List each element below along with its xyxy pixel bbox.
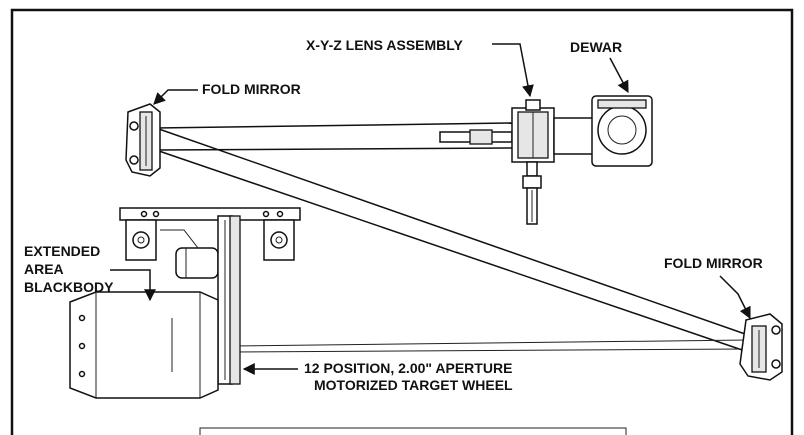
dewar <box>553 95 653 167</box>
lens-assembly <box>439 99 555 225</box>
blackbody-assembly <box>69 207 301 399</box>
label-blackbody-line1: EXTENDED <box>24 243 100 259</box>
label-target-wheel-line1: 12 POSITION, 2.00" APERTURE <box>304 360 512 376</box>
bottom-panel <box>199 427 627 435</box>
label-fold-mirror-right: FOLD MIRROR <box>664 255 763 271</box>
label-target-wheel-line2: MOTORIZED TARGET WHEEL <box>314 377 513 393</box>
fold-mirror-left <box>125 103 161 177</box>
label-fold-mirror-left: FOLD MIRROR <box>202 81 301 97</box>
label-dewar: DEWAR <box>570 39 622 55</box>
leader-blackbody <box>110 269 156 302</box>
beam-paths <box>155 122 749 353</box>
leader-fold-mirror-right <box>719 275 751 320</box>
fold-mirror-right <box>739 313 783 381</box>
leader-dewar <box>609 57 629 94</box>
label-blackbody-line3: BLACKBODY <box>24 279 114 295</box>
diagram-border <box>10 8 794 435</box>
leader-lens-assembly <box>492 43 534 98</box>
label-lens-assembly: X-Y-Z LENS ASSEMBLY <box>306 37 464 53</box>
leader-fold-mirror-left <box>153 89 198 105</box>
label-blackbody-line2: AREA <box>24 261 64 277</box>
